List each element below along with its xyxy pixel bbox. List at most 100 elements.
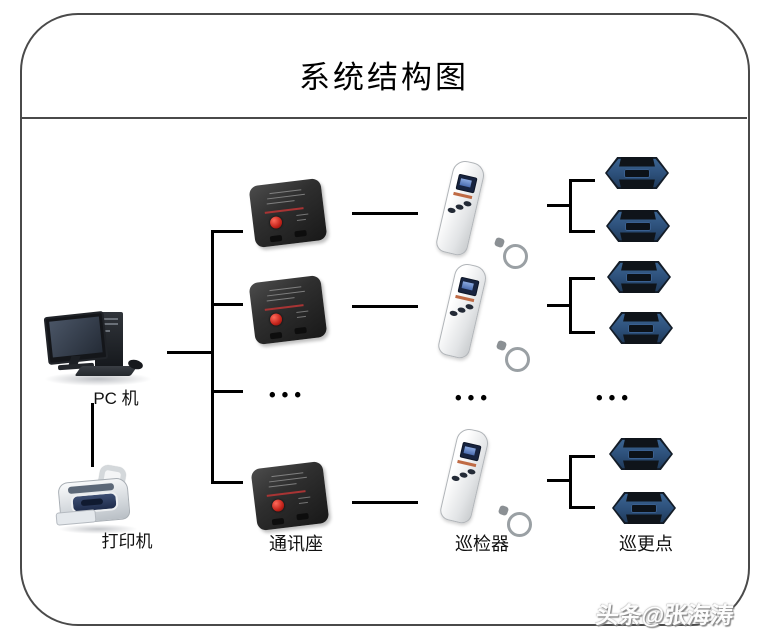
comm-base-image	[248, 177, 332, 258]
patrol-point-label: 巡更点	[619, 534, 673, 554]
connector-line-point-branch1a	[569, 179, 595, 182]
base-print-line	[267, 193, 305, 200]
reader-button	[455, 203, 465, 211]
connector-line-right-vertical3	[569, 455, 572, 509]
connector-line-point-branch2a	[569, 277, 595, 280]
patrol-point-image	[612, 491, 676, 525]
reader-accent-band	[455, 294, 475, 303]
reader-body	[436, 261, 489, 361]
diagram-title: 系统结构图	[299, 60, 469, 95]
base-print-line	[296, 213, 309, 216]
tower-drive-slot	[100, 318, 118, 320]
reader-lcd	[457, 276, 480, 297]
watermark: 头条@张海涛	[594, 602, 735, 628]
ellipsis-dots: •••	[269, 385, 307, 406]
point-top-band	[619, 157, 655, 167]
base-print-line	[268, 483, 297, 488]
connector-line-reader-stem2	[547, 304, 571, 307]
base-port	[271, 517, 285, 526]
point-bottom-band	[623, 334, 659, 344]
base-print-line	[271, 472, 304, 478]
comm-base-label: 通讯座	[269, 534, 323, 554]
base-print-line	[269, 476, 307, 483]
base-red-button	[271, 498, 285, 513]
base-print-line	[267, 290, 305, 297]
point-core	[626, 272, 652, 282]
reader-body	[434, 158, 487, 258]
reader-body	[438, 426, 491, 526]
reader-lcd-screen	[461, 281, 474, 291]
patrol-point-image	[609, 437, 673, 471]
connector-line-left-vertical	[211, 230, 214, 484]
reader-keyring	[507, 512, 532, 537]
connector-line-point-branch2b	[569, 331, 595, 334]
connector-line-point-branch1b	[569, 230, 595, 233]
comm-base-image	[248, 274, 332, 355]
base-red-line	[264, 207, 304, 214]
base-red-line	[266, 490, 306, 497]
point-core	[628, 323, 654, 333]
connector-line-base-reader1	[352, 212, 418, 215]
patrol-point-image	[607, 260, 671, 294]
reader-keyring-knob	[495, 339, 508, 352]
base-port	[296, 512, 309, 521]
connector-line-branch4	[211, 481, 243, 484]
connector-line-base-reader2	[352, 305, 418, 308]
point-core	[625, 221, 651, 231]
base-red-button	[269, 215, 283, 230]
reader-lcd-screen	[459, 178, 472, 188]
comm-base-body	[250, 460, 330, 532]
printer-label: 打印机	[101, 532, 153, 551]
base-print-line	[296, 218, 306, 221]
base-print-line	[266, 297, 295, 302]
reader-button	[449, 310, 459, 317]
reader-accent-band	[457, 459, 477, 468]
reader-button	[465, 303, 474, 311]
connector-line-branch2	[211, 303, 243, 306]
point-top-band	[621, 261, 657, 271]
patrol-reader-image	[434, 158, 538, 272]
connector-line-right-vertical1	[569, 179, 572, 233]
pc-screen	[49, 316, 103, 358]
reader-keyring	[503, 244, 528, 269]
point-top-band	[626, 492, 662, 502]
reader-button	[467, 468, 476, 476]
reader-button	[457, 306, 467, 314]
base-print-line	[296, 310, 309, 313]
comm-base-body	[248, 177, 328, 249]
reader-keyring	[505, 347, 530, 372]
connector-line-reader-stem1	[547, 204, 571, 207]
keyboard	[74, 366, 138, 376]
printer-image	[55, 464, 144, 536]
patrol-reader-image	[438, 426, 542, 540]
reader-button	[463, 200, 472, 208]
printer-shadow	[58, 524, 138, 534]
pc-image	[43, 298, 156, 392]
base-print-line	[296, 315, 306, 318]
connector-line-point-branch3b	[569, 506, 595, 509]
connector-line-right-vertical2	[569, 277, 572, 334]
reader-keyring-knob	[493, 236, 506, 249]
reader-keyring-knob	[497, 504, 510, 517]
base-print-line	[298, 501, 308, 504]
base-print-line	[266, 200, 295, 205]
point-core	[628, 449, 654, 459]
point-core	[631, 503, 657, 513]
base-port	[269, 331, 283, 340]
patrol-point-image	[609, 311, 673, 345]
point-top-band	[623, 438, 659, 448]
base-print-line	[269, 189, 302, 195]
base-red-line	[264, 304, 304, 311]
patrol-point-image	[605, 156, 669, 190]
reader-lcd	[455, 173, 478, 194]
connector-line-base-reader3	[352, 501, 418, 504]
connector-line-pc-printer	[91, 403, 94, 467]
reader-lcd-screen	[463, 446, 476, 456]
reader-button	[447, 207, 457, 214]
connector-line-branch3	[211, 390, 243, 393]
title-divider	[21, 117, 747, 119]
patrol-reader-image	[436, 261, 540, 375]
comm-base-body	[248, 274, 328, 346]
base-port	[294, 229, 307, 238]
